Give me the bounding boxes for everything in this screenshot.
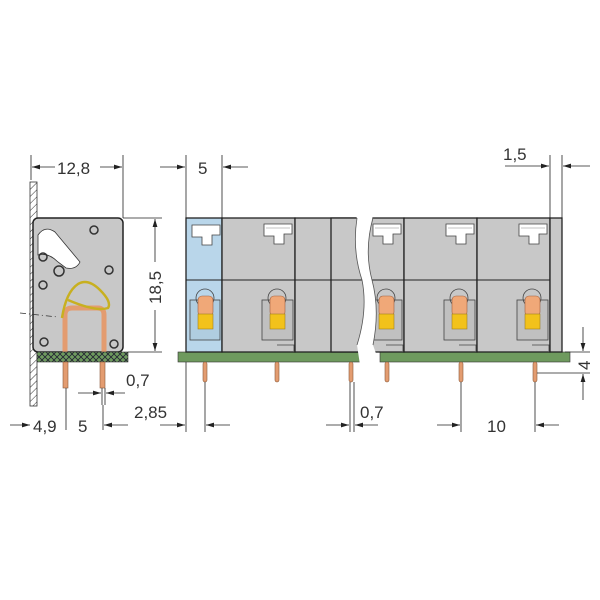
front-view: 5 1,5 4 0,7 10 <box>160 145 594 436</box>
front-pcb-right <box>379 351 571 363</box>
dim-offset-4-9: 4,9 <box>33 417 57 436</box>
dim-pin-pitch-side: 5 <box>78 417 87 436</box>
dim-edge-2-85: 2,85 <box>134 403 167 422</box>
front-pins <box>202 361 538 383</box>
front-pcb-left <box>177 351 365 363</box>
dim-width-12-8: 12,8 <box>57 159 90 178</box>
dim-pin-length: 4 <box>575 361 594 370</box>
module-2 <box>221 217 296 353</box>
side-pin-2 <box>99 361 106 389</box>
dim-end-plate: 1,5 <box>503 145 527 164</box>
dim-pin-diameter-side: 0,7 <box>126 371 150 390</box>
side-pcb <box>36 351 129 363</box>
dim-pin-diameter-front: 0,7 <box>360 403 384 422</box>
module-6 <box>476 217 551 353</box>
end-plate <box>549 217 563 353</box>
side-view: 12,8 18,5 0,7 4,9 5 2,85 <box>10 155 187 436</box>
module-first-blue <box>185 217 223 353</box>
housing-holes <box>38 225 119 349</box>
side-pin-1 <box>62 361 69 389</box>
dim-height-18-5: 18,5 <box>146 271 165 304</box>
contact-pin-bend <box>62 305 107 360</box>
dim-module-width: 5 <box>198 159 207 178</box>
dim-pitch: 10 <box>487 417 506 436</box>
module-5 <box>403 217 478 353</box>
clamping-spring <box>60 280 111 319</box>
